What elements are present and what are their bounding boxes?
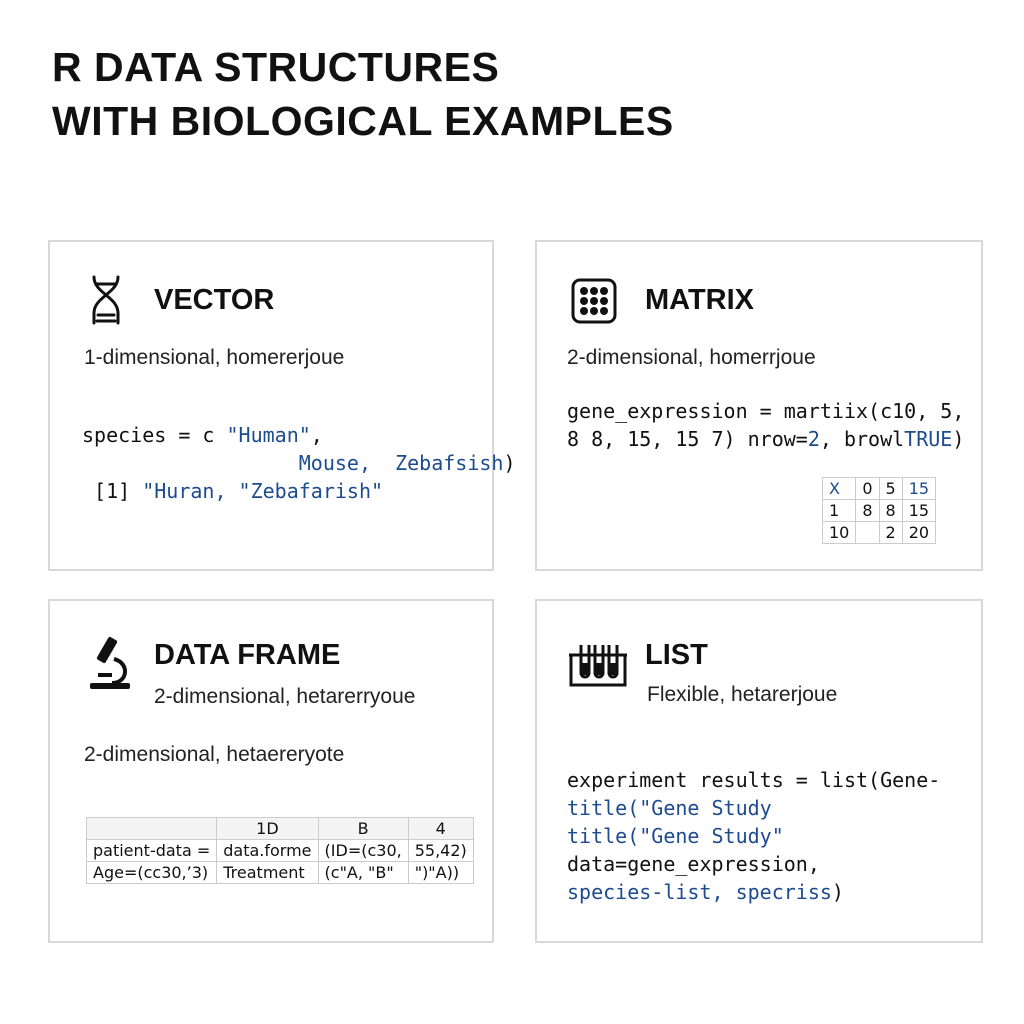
vector-code: species = c "Human", Mouse, Zebafsish) […: [82, 421, 516, 505]
cell: 8: [878, 499, 903, 522]
cell: 15: [901, 477, 937, 500]
list-card: LIST Flexible, hetarerjoue experiment re…: [535, 599, 983, 943]
cell: 20: [901, 521, 937, 544]
code-string: "Human": [226, 423, 311, 447]
code-string: title("Gene Study: [567, 796, 772, 820]
cell: 8: [855, 499, 880, 522]
code-keyword: TRUE: [904, 427, 953, 451]
cell: 55,42): [407, 839, 474, 862]
list-code: experiment results = list(Gene- title("G…: [567, 766, 940, 906]
header-cell: 1D: [216, 817, 319, 840]
header-cell: [85, 817, 218, 840]
code-text: ): [952, 427, 965, 451]
cell: (c"A, "B": [317, 861, 409, 884]
code-text: ): [831, 880, 844, 904]
page-title: R DATA STRUCTURES WITH BIOLOGICAL EXAMPL…: [52, 40, 674, 148]
cell: X: [821, 477, 857, 500]
code-output-index: [1]: [94, 479, 143, 503]
vector-heading: VECTOR: [154, 284, 275, 316]
microscope-icon: [90, 636, 130, 689]
cell: Age=(cc30,’3): [85, 861, 218, 884]
cell: (ID=(c30,: [317, 839, 409, 862]
test-tubes-icon: [569, 645, 627, 687]
code-string: Mouse, Zebafsish: [298, 451, 504, 475]
matrix-card: MATRIX 2-dimensional, homerrjoue gene_ex…: [535, 240, 983, 571]
grid-icon: [571, 278, 617, 324]
header-cell: B: [317, 817, 409, 840]
title-line-2: WITH BIOLOGICAL EXAMPLES: [52, 98, 674, 144]
cell: Treatment: [216, 861, 319, 884]
cell: 1: [821, 499, 857, 522]
code-text: ): [503, 451, 516, 475]
cell: 2: [878, 521, 903, 544]
cell: data.forme: [216, 839, 319, 862]
cell: 10: [821, 521, 857, 544]
code-text: species = c: [82, 423, 227, 447]
code-text: data=gene_expression,: [567, 852, 820, 876]
list-description: Flexible, hetarerjoue: [647, 683, 838, 706]
matrix-heading: MATRIX: [645, 284, 755, 316]
code-string: title("Gene Study": [567, 824, 784, 848]
dataframe-subdescription: 2-dimensional, hetarerryoue: [154, 685, 416, 708]
cell: patient-data =: [85, 839, 218, 862]
cell: ")"A)): [407, 861, 474, 884]
code-text: experiment results = list(Gene-: [567, 768, 941, 792]
code-text: gene_expression = martiix(c10, 5,: [567, 399, 965, 423]
vector-card: VECTOR 1-dimensional, homererjoue specie…: [48, 240, 516, 571]
code-text: , browl: [819, 427, 905, 451]
dna-icon: [92, 275, 120, 325]
code-text: 8 8, 15, 15 7) nrow=: [567, 427, 808, 451]
matrix-description: 2-dimensional, homerrjoue: [567, 346, 816, 369]
vector-description: 1-dimensional, homererjoue: [84, 346, 345, 369]
code-text: ,: [310, 423, 323, 447]
code-number: 2: [807, 427, 820, 451]
dataframe-description: 2-dimensional, hetaereryote: [84, 743, 345, 766]
code-output: "Huran, "Zebafarish": [142, 479, 384, 503]
cell: [855, 521, 880, 544]
matrix-code: gene_expression = martiix(c10, 5, 8 8, 1…: [567, 397, 964, 453]
cell: 5: [878, 477, 903, 500]
cell: 15: [901, 499, 937, 522]
dataframe-heading: DATA FRAME: [154, 639, 341, 671]
header-cell: 4: [407, 817, 474, 840]
code-string: species-list, specriss: [567, 880, 832, 904]
list-heading: LIST: [645, 639, 708, 671]
title-line-1: R DATA STRUCTURES: [52, 44, 500, 90]
dataframe-card: DATA FRAME 2-dimensional, hetarerryoue 2…: [48, 599, 494, 943]
cell: 0: [855, 477, 880, 500]
